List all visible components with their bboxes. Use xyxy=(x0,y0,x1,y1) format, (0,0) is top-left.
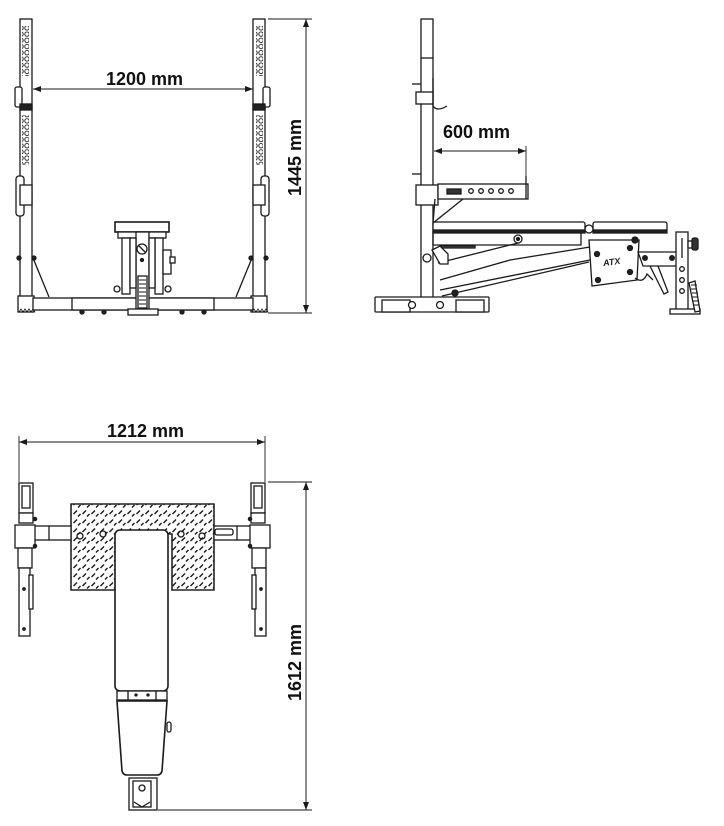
top-view: 1212 mm 1612 mm xyxy=(0,400,340,826)
front-view-drawing xyxy=(14,18,312,316)
top-length-dimension-label: 1612 mm xyxy=(285,623,305,701)
side-view: 600 mm ATX xyxy=(360,0,724,330)
top-width-dimension-label: 1212 mm xyxy=(107,421,185,441)
front-view: 1200 mm 1445 mm xyxy=(0,0,340,330)
top-view-drawing xyxy=(14,436,312,811)
front-width-dimension-label: 1200 mm xyxy=(106,69,184,89)
side-depth-dimension-label: 600 mm xyxy=(443,122,511,142)
front-height-dimension-label: 1445 mm xyxy=(285,118,305,196)
side-view-drawing xyxy=(374,18,701,315)
